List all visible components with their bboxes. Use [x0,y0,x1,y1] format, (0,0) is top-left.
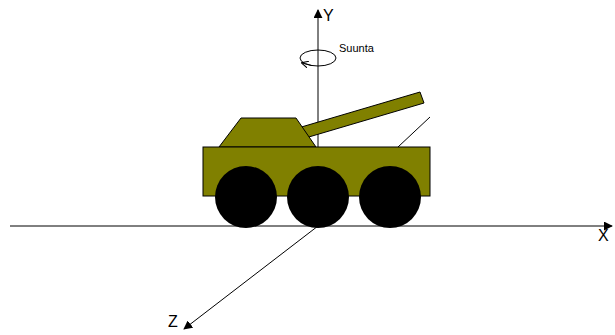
axis-label: Y [323,8,334,24]
rotation-ellipse [300,50,336,66]
axis-label: X [598,228,609,244]
rotation-label: Suunta [339,43,374,54]
z-axis [184,226,318,329]
rotation-arrow [302,63,312,66]
wheel [359,166,421,228]
axis-label-holder: X [598,228,609,244]
gun-barrel [298,92,424,139]
rotation-label-holder: Suunta [339,43,374,54]
axis-label-holder: Z [168,314,178,330]
turret [219,118,316,147]
axis-label-holder: Y [323,8,334,24]
axis-label: Z [168,314,178,330]
wheel [287,166,349,228]
wheel [215,166,277,228]
antenna-line [398,117,430,147]
